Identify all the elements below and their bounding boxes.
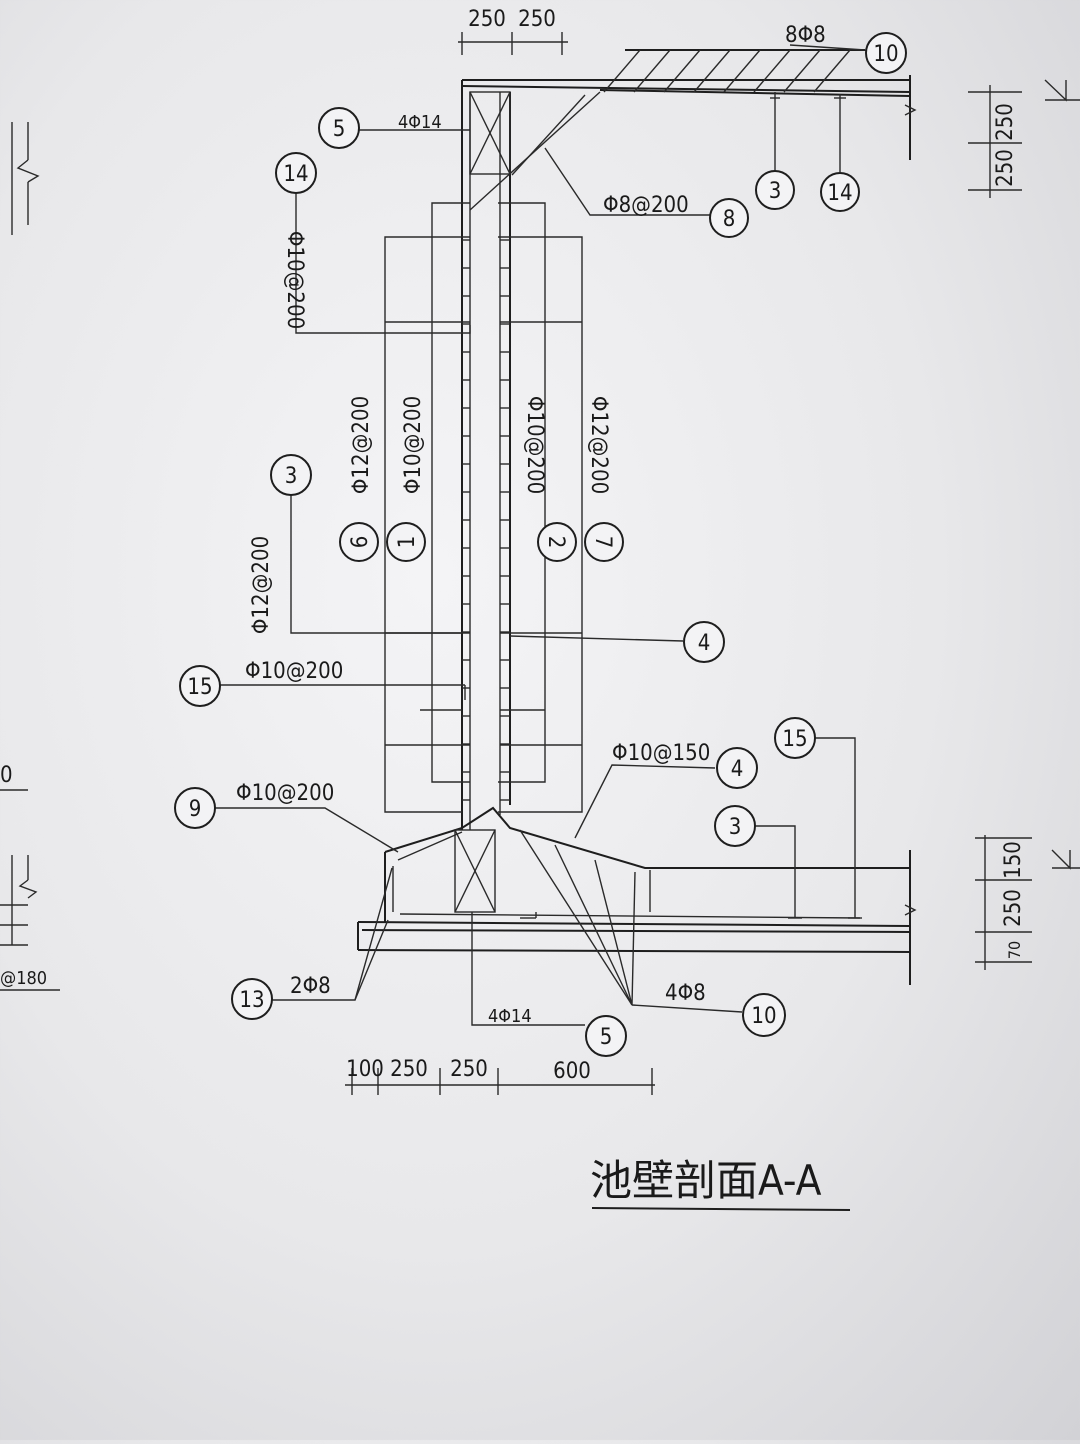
left-edge-text-1: 0 [0, 763, 13, 788]
bottom-dim-3: 250 [450, 1057, 488, 1082]
bottom-dim-4: 600 [553, 1059, 591, 1084]
callout-5-bottom-number: 5 [600, 1025, 613, 1050]
top-dim-2: 250 [518, 7, 556, 32]
rebar-labels: 8Φ8 4Φ14 Φ10@200 Φ8@200 Φ12@200 Φ12@200 … [236, 23, 826, 1027]
rebar-frames [384, 202, 583, 813]
callout-4-mid-number: 4 [698, 631, 711, 656]
callout-10-bottom-number: 10 [751, 1004, 776, 1029]
top-dim-1: 250 [468, 7, 506, 32]
callout-9-number: 9 [189, 797, 202, 822]
callout-10-bottom: 10 [742, 993, 786, 1037]
callout-7: 7 [584, 522, 624, 562]
callout-9: 9 [174, 787, 216, 829]
bottom-dimension: 100 250 250 600 [345, 1057, 655, 1095]
callout-13-number: 13 [239, 988, 264, 1013]
callout-7-number: 7 [590, 536, 615, 549]
callout-2: 2 [537, 522, 577, 562]
bottom-dim-2: 250 [390, 1057, 428, 1082]
callout-5-top: 5 [318, 107, 360, 149]
left-edge-text-2: @180 [0, 968, 47, 989]
right-dim-top-1: 250 [993, 103, 1018, 141]
label-8: Φ8@200 [603, 193, 689, 218]
callout-13: 13 [231, 978, 273, 1020]
callout-8: 8 [709, 198, 749, 238]
label-15-left: Φ10@200 [245, 659, 343, 684]
label-3-left: Φ12@200 [249, 536, 274, 634]
callout-15-right-number: 15 [782, 727, 807, 752]
callout-6: 6 [339, 522, 379, 562]
right-dim-bottom-2: 250 [1001, 889, 1026, 927]
callout-14-right: 14 [820, 172, 860, 212]
callout-3-left: 3 [270, 454, 312, 496]
label-2: Φ10@200 [522, 396, 547, 494]
label-10-top: 8Φ8 [785, 23, 826, 48]
callout-14-left-number: 14 [283, 162, 308, 187]
callout-3-top-number: 3 [769, 179, 782, 204]
callout-5-bottom: 5 [585, 1015, 627, 1057]
footing [357, 806, 917, 1006]
roof-slab [461, 49, 917, 160]
right-dimension-bottom: 150 250 70 [975, 835, 1080, 970]
callout-15-right: 15 [774, 717, 816, 759]
right-dim-top-2: 250 [993, 149, 1018, 187]
callout-2-number: 2 [543, 536, 568, 549]
label-10-bottom: 4Φ8 [665, 981, 706, 1006]
label-5-bottom: 4Φ14 [488, 1006, 532, 1027]
callout-4-mid: 4 [683, 621, 725, 663]
label-14-left: Φ10@200 [282, 231, 307, 329]
left-edge-fragments: 0 @180 [0, 122, 60, 991]
callout-3-right-number: 3 [729, 815, 742, 840]
callout-14-left: 14 [275, 152, 317, 194]
label-13: 2Φ8 [290, 974, 331, 999]
callout-10-top-number: 10 [873, 42, 898, 67]
bottom-dim-1: 100 [346, 1057, 384, 1082]
callout-3-left-number: 3 [285, 464, 298, 489]
callout-4-right: 4 [716, 747, 758, 789]
callout-1-number: 1 [395, 536, 420, 549]
callout-15-left: 15 [179, 665, 221, 707]
drawing-title-block: 池壁剖面A-A [590, 1156, 851, 1211]
right-dimension-top: 250 250 [968, 79, 1080, 198]
callout-6-number: 6 [348, 536, 373, 549]
label-5-top: 4Φ14 [398, 112, 442, 133]
callout-3-top: 3 [755, 170, 795, 210]
top-dimension: 250 250 [458, 7, 568, 55]
leader-lines [215, 44, 869, 1026]
callout-3-right: 3 [714, 805, 756, 847]
callout-15-left-number: 15 [187, 675, 212, 700]
callout-14-right-number: 14 [827, 181, 852, 206]
callout-8-number: 8 [723, 207, 736, 232]
callout-4-right-number: 4 [731, 757, 744, 782]
wall [461, 80, 601, 830]
callout-10-top: 10 [865, 32, 907, 74]
callout-1: 1 [386, 522, 426, 562]
callout-5-top-number: 5 [333, 117, 346, 142]
right-dim-bottom-3: 70 [1005, 941, 1024, 959]
right-dim-bottom-1: 150 [1001, 841, 1026, 879]
label-4-right: Φ10@150 [612, 741, 710, 766]
label-6: Φ12@200 [349, 396, 374, 494]
drawing-title: 池壁剖面A-A [590, 1156, 822, 1205]
label-7: Φ12@200 [586, 396, 611, 494]
label-1: Φ10@200 [401, 396, 426, 494]
label-9: Φ10@200 [236, 781, 334, 806]
